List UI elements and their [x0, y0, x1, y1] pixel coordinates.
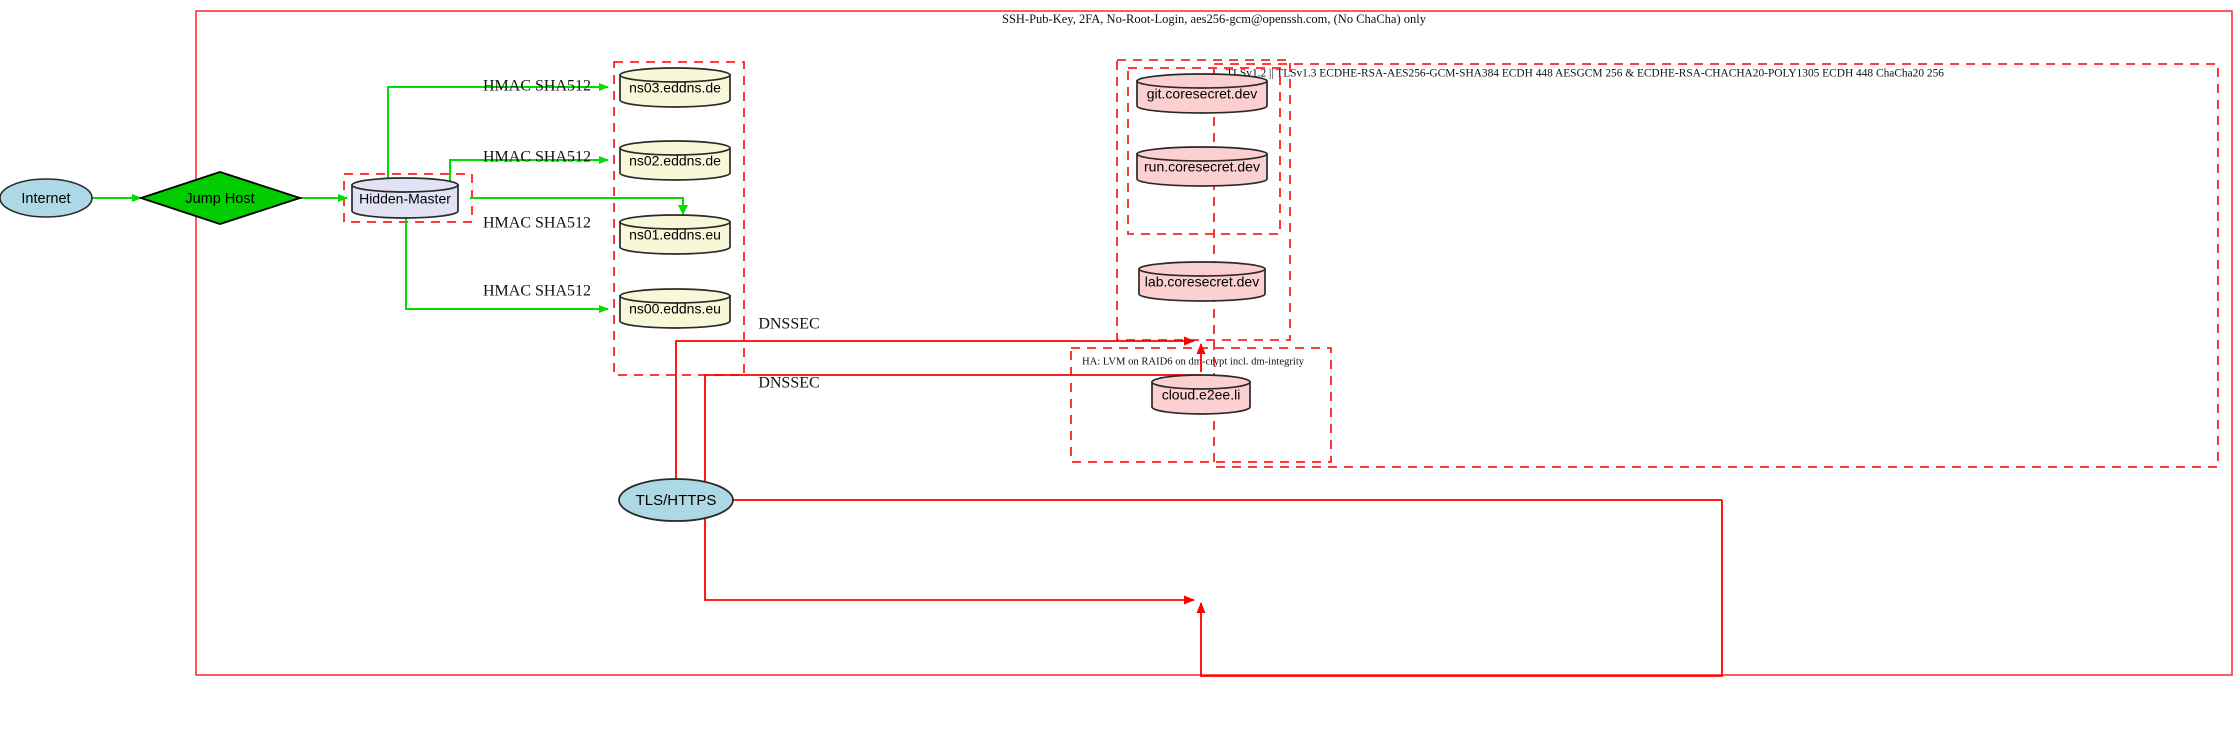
edge-label-hmac-ns00: HMAC SHA512	[483, 283, 591, 300]
node-lab-coresecret[interactable]: lab.coresecret.dev	[1138, 261, 1266, 302]
node-cloud-e2ee[interactable]: cloud.e2ee.li	[1151, 374, 1251, 415]
node-hidden-master-label: Hidden-Master	[359, 191, 451, 207]
cluster-ha-zone-label: HA: LVM on RAID6 on dm-crypt incl. dm-in…	[1082, 356, 1305, 367]
edge-label-dnssec-cloud: DNSSEC	[758, 375, 819, 392]
cluster-coresecret-outer	[1116, 59, 1291, 341]
node-jumphost-label: Jump Host	[185, 191, 254, 207]
node-ns02-label: ns02.eddns.de	[629, 153, 721, 169]
edge-tlshttps-coresecret	[675, 336, 1195, 484]
node-lab-coresecret-label: lab.coresecret.dev	[1145, 274, 1259, 290]
node-run-coresecret-label: run.coresecret.dev	[1144, 159, 1260, 175]
node-git-coresecret-label: git.coresecret.dev	[1147, 86, 1258, 102]
node-hidden-master[interactable]: Hidden-Master	[351, 177, 459, 219]
node-internet-label: Internet	[21, 191, 70, 207]
edge-tlshttps-right-return	[1200, 500, 1723, 677]
cluster-tls-zone	[1213, 63, 2219, 468]
node-ns00[interactable]: ns00.eddns.eu	[619, 288, 731, 329]
node-ns03[interactable]: ns03.eddns.de	[619, 67, 731, 108]
cluster-tls-zone-label: TLSv1.2 || TLSv1.3 ECDHE-RSA-AES256-GCM-…	[1226, 68, 1944, 80]
edge-label-hmac-ns03: HMAC SHA512	[483, 78, 591, 95]
edge-hm-ns01	[470, 197, 688, 215]
edge-label-dnssec-coresecret: DNSSEC	[758, 316, 819, 333]
cluster-ssh-zone	[195, 10, 2233, 676]
cluster-coresecret-inner	[1127, 67, 1281, 235]
node-ns02[interactable]: ns02.eddns.de	[619, 140, 731, 181]
edge-tlshttps-cloud	[704, 374, 1201, 500]
edge-tlshttps-cloud-lower	[704, 500, 1195, 605]
node-ns03-label: ns03.eddns.de	[629, 80, 721, 96]
node-run-coresecret[interactable]: run.coresecret.dev	[1136, 146, 1268, 187]
node-jumphost[interactable]: Jump Host	[138, 171, 303, 225]
node-tlshttps[interactable]: TLS/HTTPS	[618, 478, 734, 522]
node-git-coresecret[interactable]: git.coresecret.dev	[1136, 73, 1268, 114]
node-ns01-label: ns01.eddns.eu	[629, 227, 721, 243]
edge-hm-ns02	[449, 156, 609, 185]
edge-label-hmac-ns02: HMAC SHA512	[483, 149, 591, 166]
edge-hm-ns00	[405, 214, 609, 313]
node-tlshttps-label: TLS/HTTPS	[636, 492, 717, 509]
node-cloud-e2ee-label: cloud.e2ee.li	[1162, 387, 1241, 403]
node-internet[interactable]: Internet	[0, 178, 93, 218]
cluster-nameserver-zone	[613, 61, 745, 376]
node-ns01[interactable]: ns01.eddns.eu	[619, 214, 731, 255]
edge-hm-ns03	[387, 83, 609, 185]
node-ns00-label: ns00.eddns.eu	[629, 301, 721, 317]
cluster-ssh-zone-label: SSH-Pub-Key, 2FA, No-Root-Login, aes256-…	[1002, 12, 1427, 26]
edge-label-hmac-ns01: HMAC SHA512	[483, 215, 591, 232]
